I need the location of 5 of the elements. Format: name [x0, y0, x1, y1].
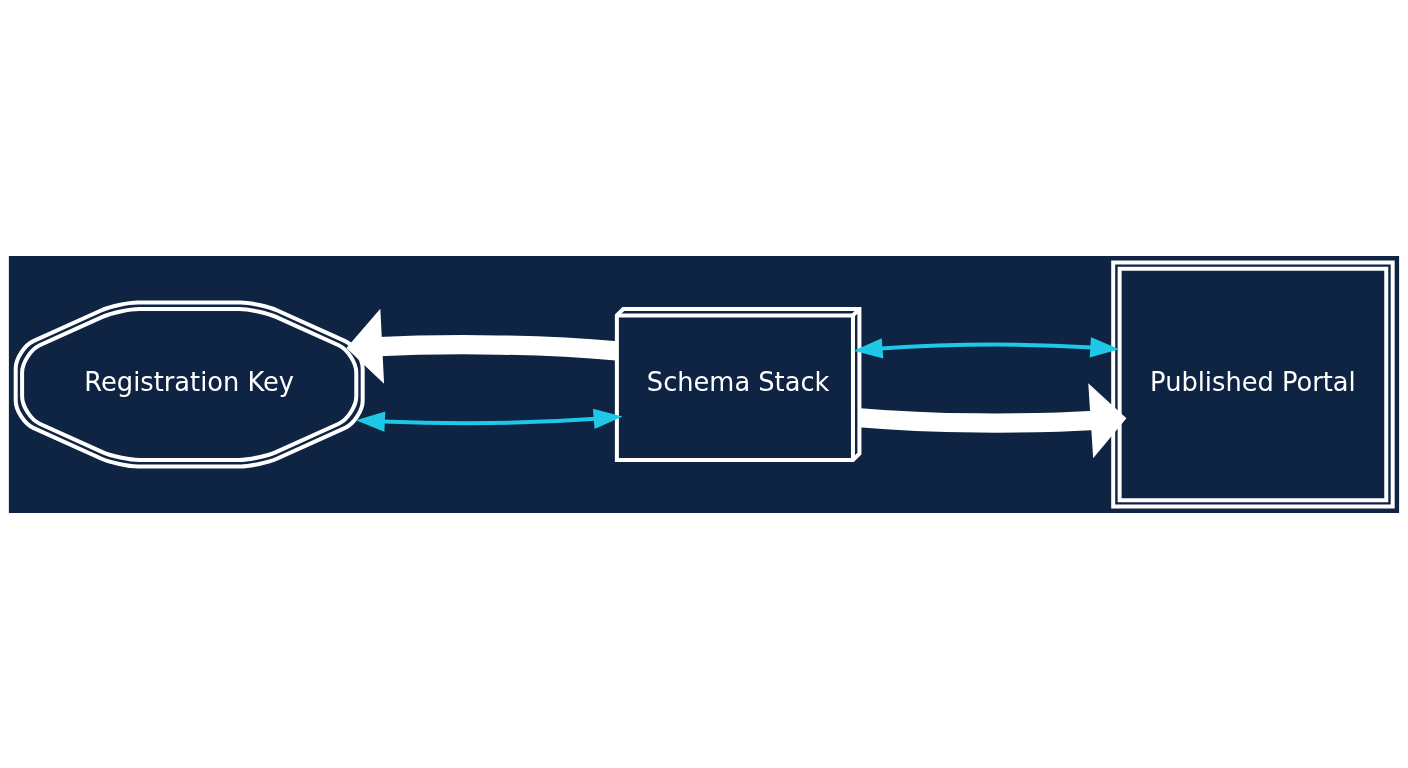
arrow	[853, 336, 1120, 358]
arrow	[355, 408, 623, 432]
arrow	[858, 382, 1127, 458]
node-box: Published Portal	[1111, 259, 1395, 509]
arrow	[346, 308, 618, 384]
